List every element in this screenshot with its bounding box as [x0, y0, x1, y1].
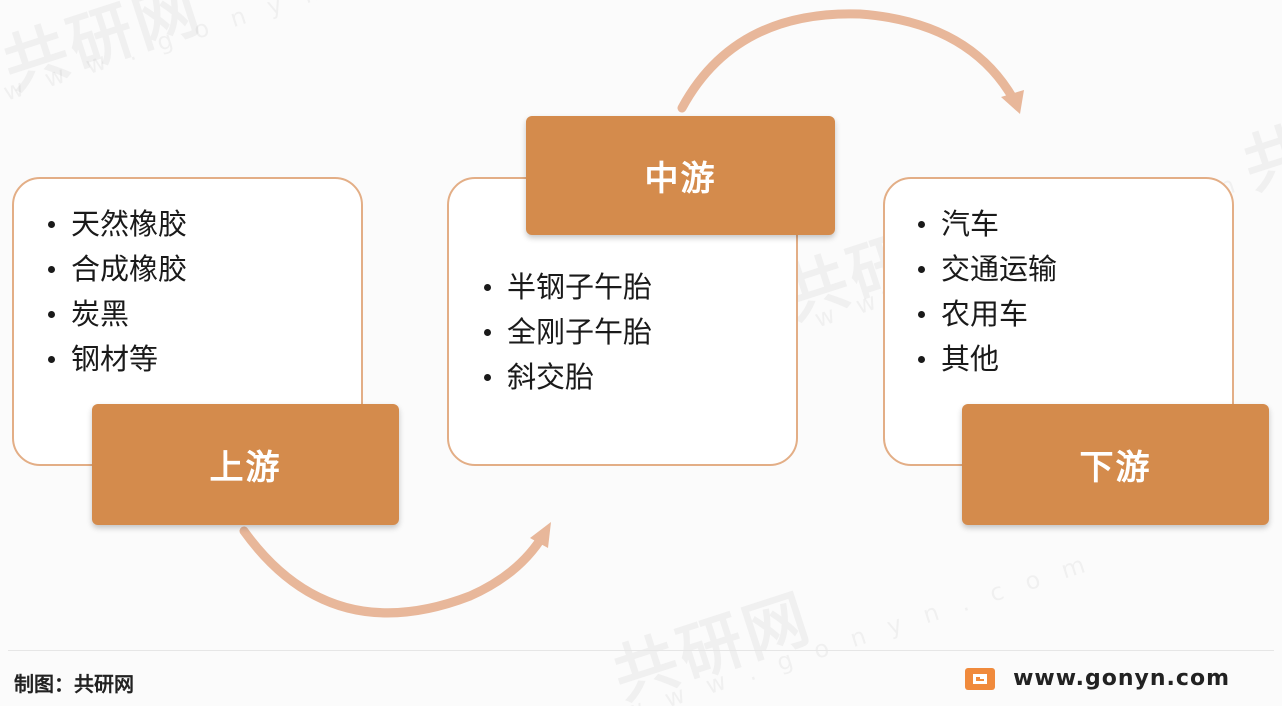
list-item-text: 半钢子午胎 — [507, 270, 653, 304]
list-item: 交通运输 — [918, 247, 1057, 292]
bullet-icon — [48, 266, 55, 273]
list-item: 天然橡胶 — [48, 202, 187, 247]
list-item-text: 汽车 — [941, 207, 1000, 241]
website-credit: www.gonyn.com — [965, 666, 1230, 691]
downstream-label: 下游 — [962, 404, 1269, 525]
list-item-text: 钢材等 — [71, 342, 159, 376]
footer-divider — [8, 650, 1274, 651]
list-item-text: 天然橡胶 — [71, 207, 188, 241]
watermark-url: w w w . g o n y n . c o m — [0, 0, 476, 107]
list-item: 全刚子午胎 — [484, 310, 652, 355]
list-item-text: 农用车 — [941, 297, 1029, 331]
list-item: 炭黑 — [48, 292, 187, 337]
bullet-icon — [918, 311, 925, 318]
midstream-list: 半钢子午胎 全刚子午胎 斜交胎 — [484, 265, 652, 400]
list-item-text: 交通运输 — [941, 252, 1058, 286]
list-item-text: 斜交胎 — [507, 360, 595, 394]
bullet-icon — [918, 356, 925, 363]
bullet-icon — [484, 329, 491, 336]
arrow-upstream-to-midstream — [239, 526, 549, 618]
arrow-midstream-to-downstream — [677, 9, 1019, 113]
watermark-logo: 共研网 — [600, 567, 822, 706]
downstream-list: 汽车 交通运输 农用车 其他 — [918, 202, 1057, 382]
list-item: 合成橡胶 — [48, 247, 187, 292]
list-item-text: 其他 — [941, 342, 1000, 376]
bullet-icon — [48, 356, 55, 363]
list-item: 斜交胎 — [484, 355, 652, 400]
list-item: 半钢子午胎 — [484, 265, 652, 310]
source-credit: 制图：共研网 — [14, 672, 134, 696]
arrow-head-bottom — [530, 522, 551, 548]
watermark-logo: 共研网 — [1230, 57, 1282, 208]
bullet-icon — [484, 284, 491, 291]
upstream-label: 上游 — [92, 404, 399, 525]
bullet-icon — [918, 266, 925, 273]
list-item-text: 合成橡胶 — [71, 252, 188, 286]
list-item: 其他 — [918, 337, 1057, 382]
website-url: www.gonyn.com — [1013, 666, 1230, 691]
midstream-label: 中游 — [526, 116, 835, 235]
arrow-head-top — [1001, 90, 1024, 114]
upstream-list: 天然橡胶 合成橡胶 炭黑 钢材等 — [48, 202, 187, 382]
bullet-icon — [918, 221, 925, 228]
bullet-icon — [484, 374, 491, 381]
bullet-icon — [48, 311, 55, 318]
list-item: 钢材等 — [48, 337, 187, 382]
list-item-text: 全刚子午胎 — [507, 315, 653, 349]
list-item: 汽车 — [918, 202, 1057, 247]
list-item-text: 炭黑 — [71, 297, 130, 331]
list-item: 农用车 — [918, 292, 1057, 337]
bullet-icon — [48, 221, 55, 228]
watermark-logo: 共研网 — [0, 0, 212, 107]
gonyn-logo-icon — [965, 667, 996, 690]
